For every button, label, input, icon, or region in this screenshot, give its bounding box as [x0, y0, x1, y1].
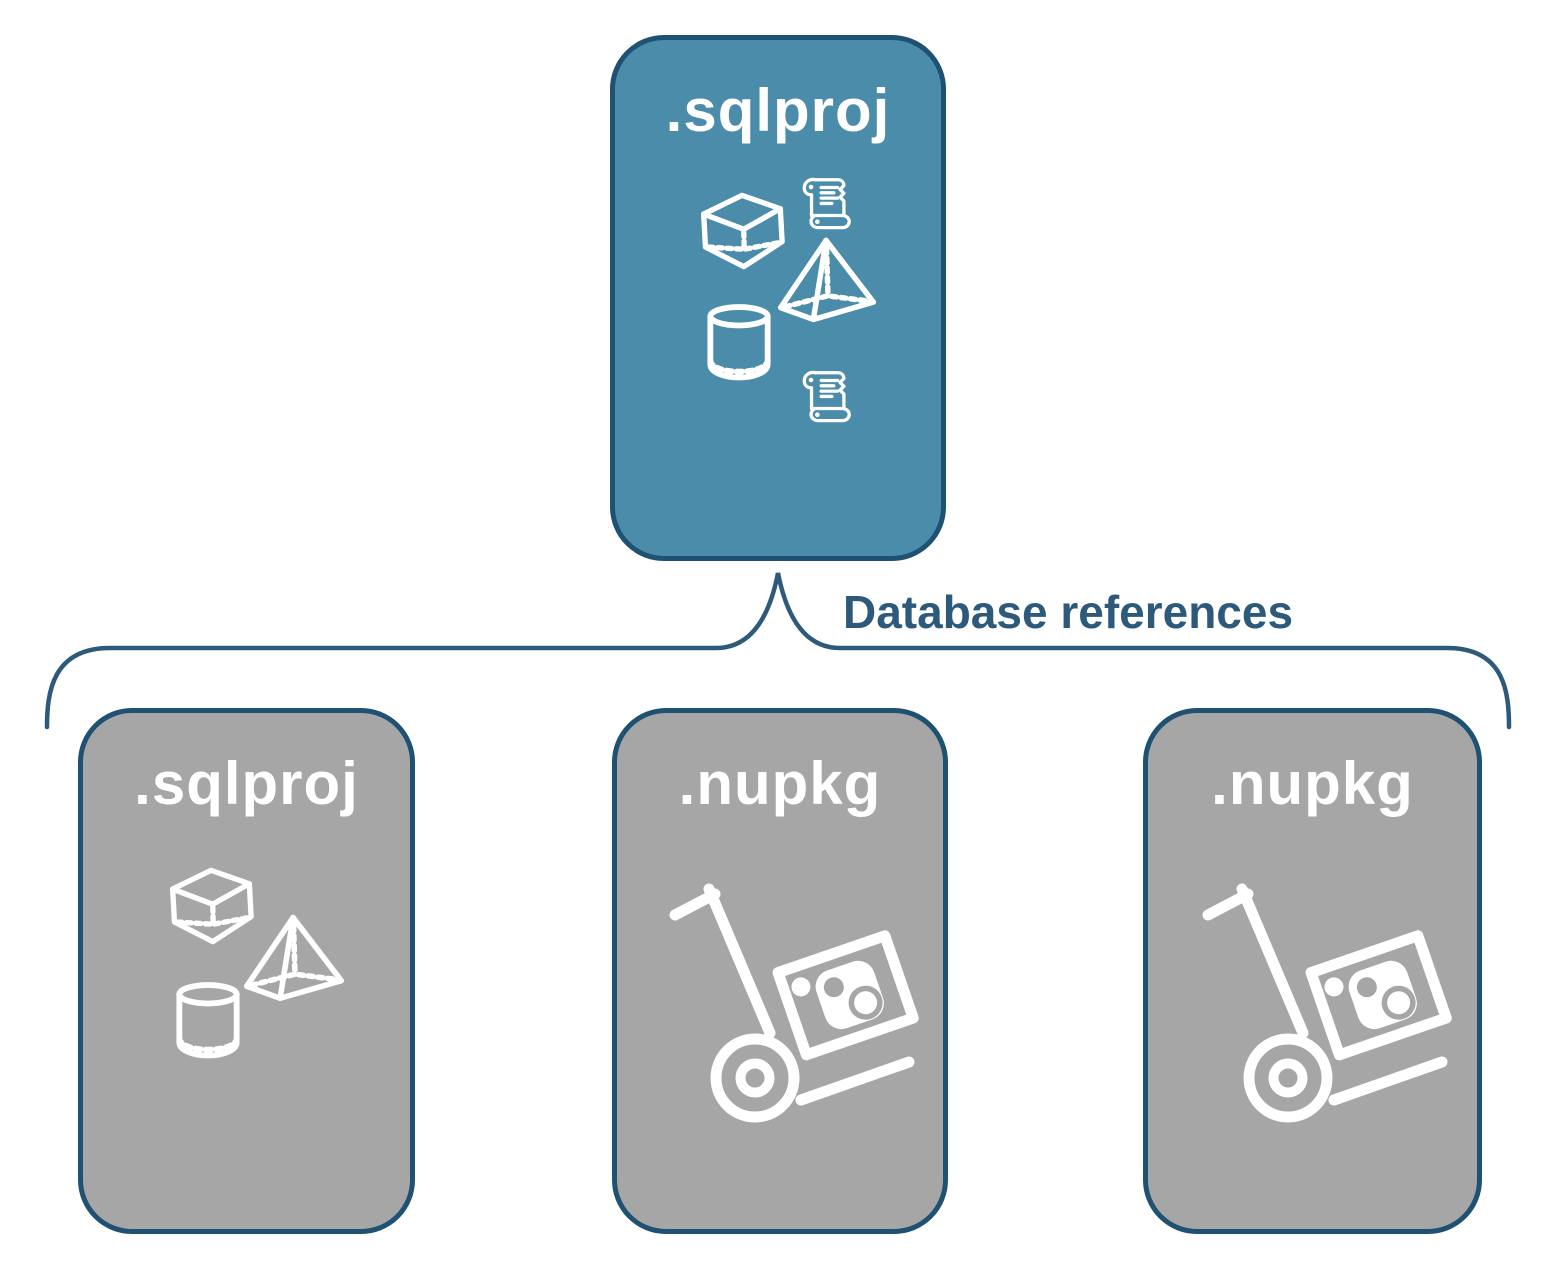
sql-objects-illustration — [615, 40, 941, 556]
nuget-dolly-icon — [1202, 883, 1452, 1123]
node-sqlproj-root: .sqlproj — [610, 35, 946, 561]
script-scroll-icon — [802, 177, 851, 230]
cube-icon — [701, 192, 785, 270]
node-sqlproj-root-label: .sqlproj — [665, 77, 891, 144]
node-nupkg-1: .nupkg — [612, 708, 948, 1234]
database-cylinder-icon — [176, 982, 240, 1059]
pyramid-icon — [777, 237, 877, 323]
database-cylinder-icon — [707, 304, 771, 381]
nuget-package-illustration — [1148, 713, 1477, 1229]
node-nupkg-1-label: .nupkg — [678, 750, 882, 817]
pyramid-icon — [243, 914, 345, 1002]
connector-label: Database references — [843, 586, 1294, 638]
nuget-package-illustration — [617, 713, 943, 1229]
nuget-dolly-icon — [669, 883, 919, 1123]
script-scroll-icon — [802, 370, 851, 423]
node-nupkg-2: .nupkg — [1143, 708, 1482, 1234]
cube-icon — [170, 867, 254, 945]
node-nupkg-2-label: .nupkg — [1211, 750, 1414, 817]
node-sqlproj-child: .sqlproj — [78, 708, 415, 1234]
sql-objects-illustration — [83, 713, 410, 1229]
node-sqlproj-child-label: .sqlproj — [134, 750, 359, 817]
